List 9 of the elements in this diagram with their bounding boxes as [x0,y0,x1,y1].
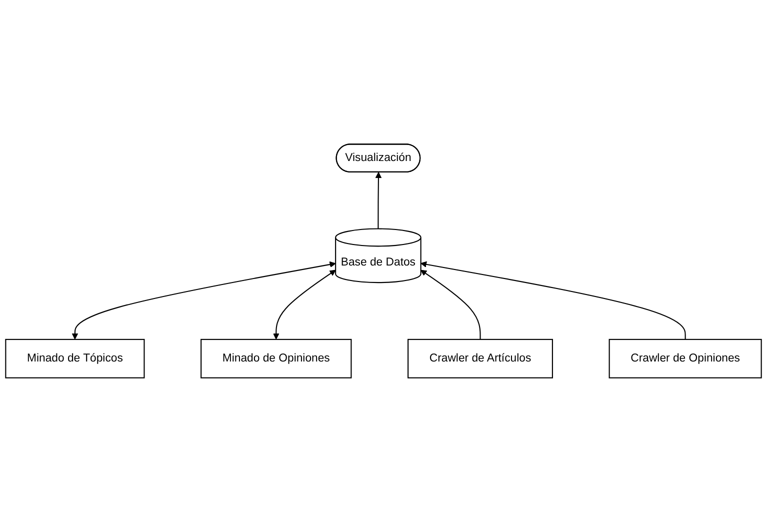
arrow [420,261,686,340]
arrow [375,172,382,229]
node-box: Crawler de Artículos [408,338,553,378]
arrow [420,270,481,340]
node-box: Crawler de Opiniones [608,338,762,378]
node-box: Minado de Tópicos [5,338,145,378]
node-box: Minado de Opiniones [200,338,352,378]
arrow [72,261,336,340]
arrow [273,270,336,340]
